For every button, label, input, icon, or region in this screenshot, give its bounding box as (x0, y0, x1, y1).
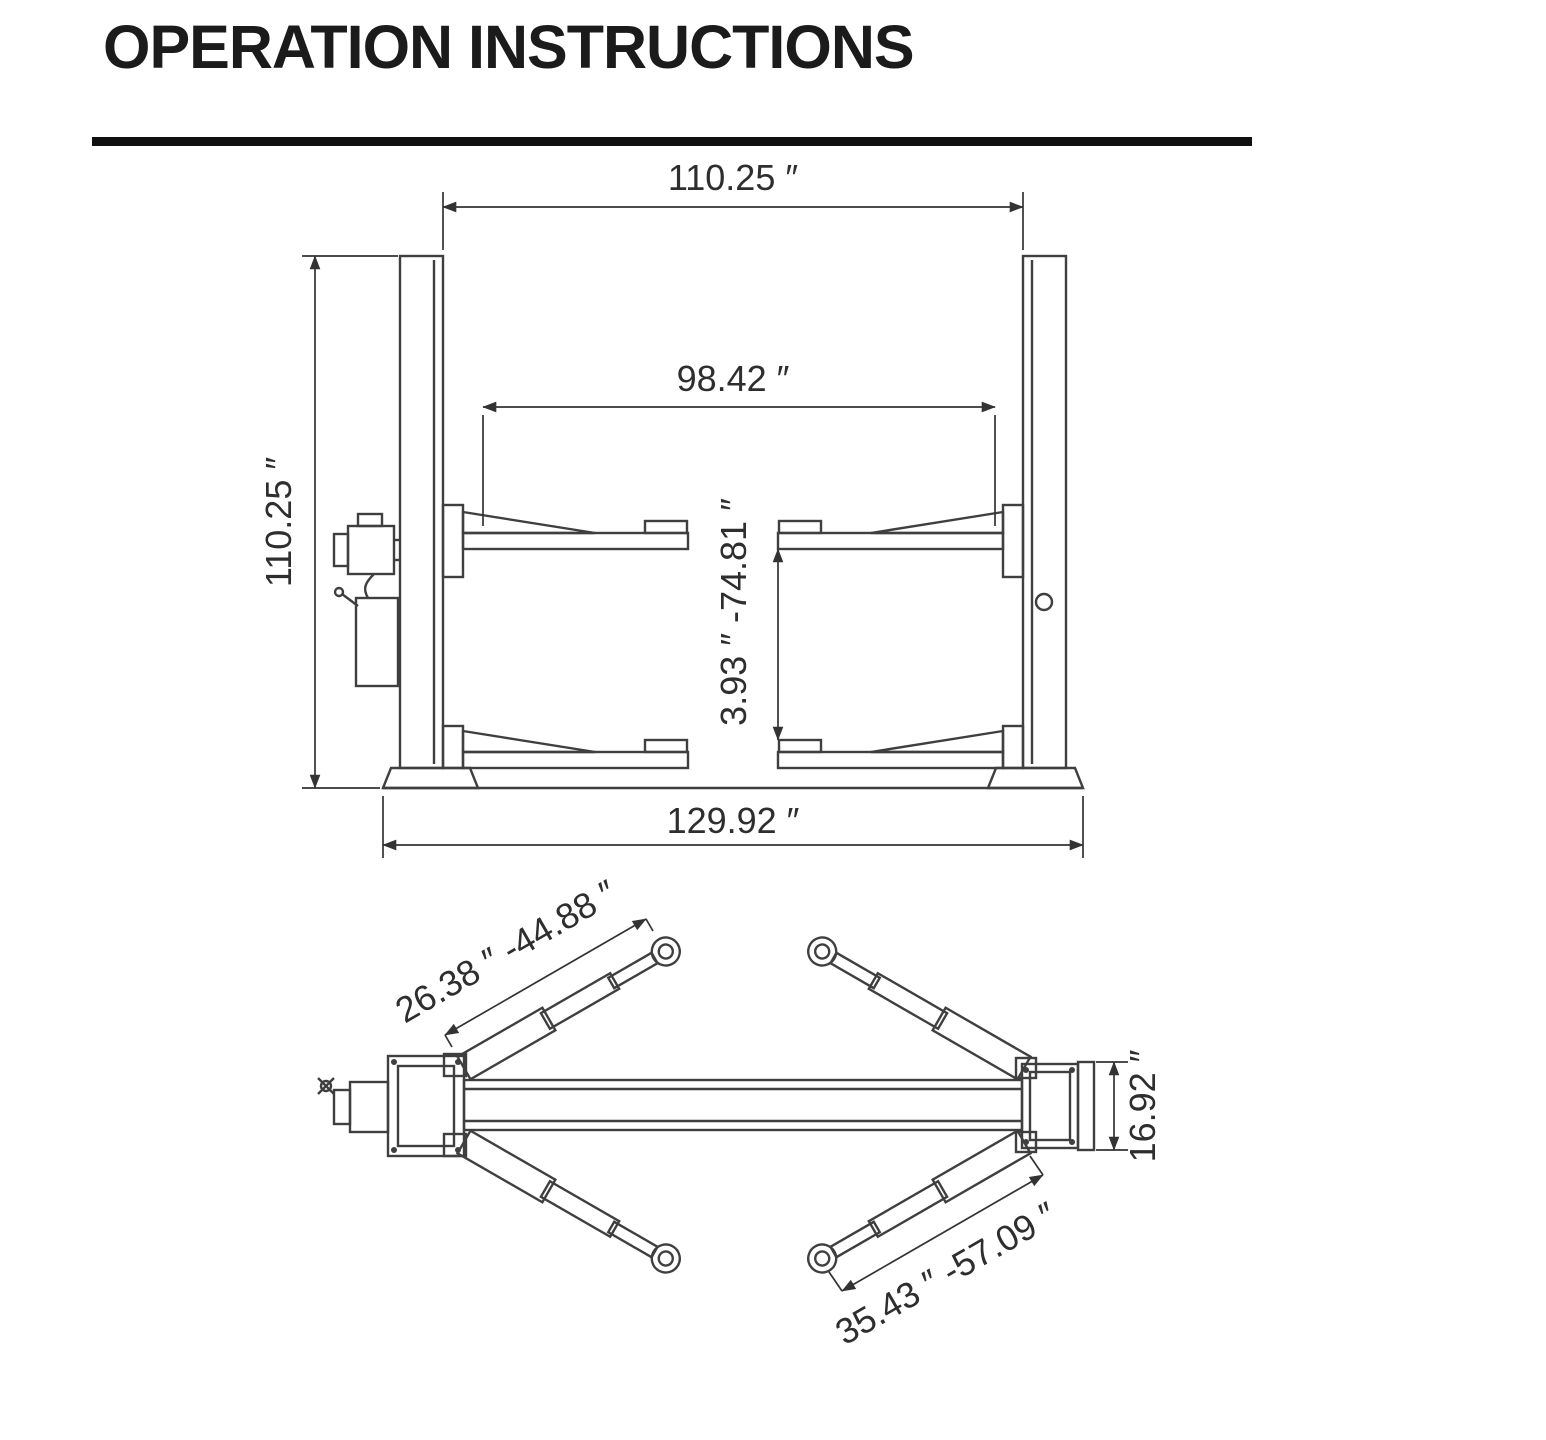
carriage-bolts (391, 1059, 1075, 1153)
left-arm-raised (441, 503, 690, 579)
dim-overall-width-label: 129.92 ″ (667, 800, 800, 841)
dim-carriage-width-label: 16.92 ″ (1122, 1049, 1163, 1162)
dim-column-height-label: 110.25 ″ (258, 457, 299, 587)
left-post (398, 254, 445, 770)
dim-inner-width-label: 110.25 ″ (668, 157, 798, 198)
right-arm-raised (776, 503, 1025, 579)
top-view-drawing (317, 936, 1096, 1274)
right-arm-lowered (776, 724, 1025, 770)
page-title: OPERATION INSTRUCTIONS (103, 13, 915, 81)
arm-rear-left (455, 1129, 681, 1274)
arm-front-right (807, 936, 1033, 1081)
right-post (1021, 254, 1068, 770)
crossbeam (462, 1078, 1024, 1132)
left-baseplate (381, 766, 480, 790)
top-view-dimensions (444, 918, 1128, 1292)
title-underline (92, 137, 1252, 146)
front-view-drawing (332, 254, 1085, 790)
left-arm-lowered (441, 724, 690, 770)
left-carriage-plan (317, 1054, 466, 1158)
power-unit (332, 512, 400, 688)
front-view-dimensions (302, 192, 1084, 858)
dim-arm-span-label: 98.42 ″ (677, 358, 790, 399)
post-access-hole (1034, 592, 1054, 612)
right-baseplate (986, 766, 1085, 790)
dim-lift-range-label: 3.93 ″ -74.81 ″ (713, 498, 754, 726)
dim-rear-arm-reach-label: 35.43 ″ -57.09 ″ (828, 1193, 1063, 1352)
right-carriage-plan (1020, 1060, 1096, 1152)
